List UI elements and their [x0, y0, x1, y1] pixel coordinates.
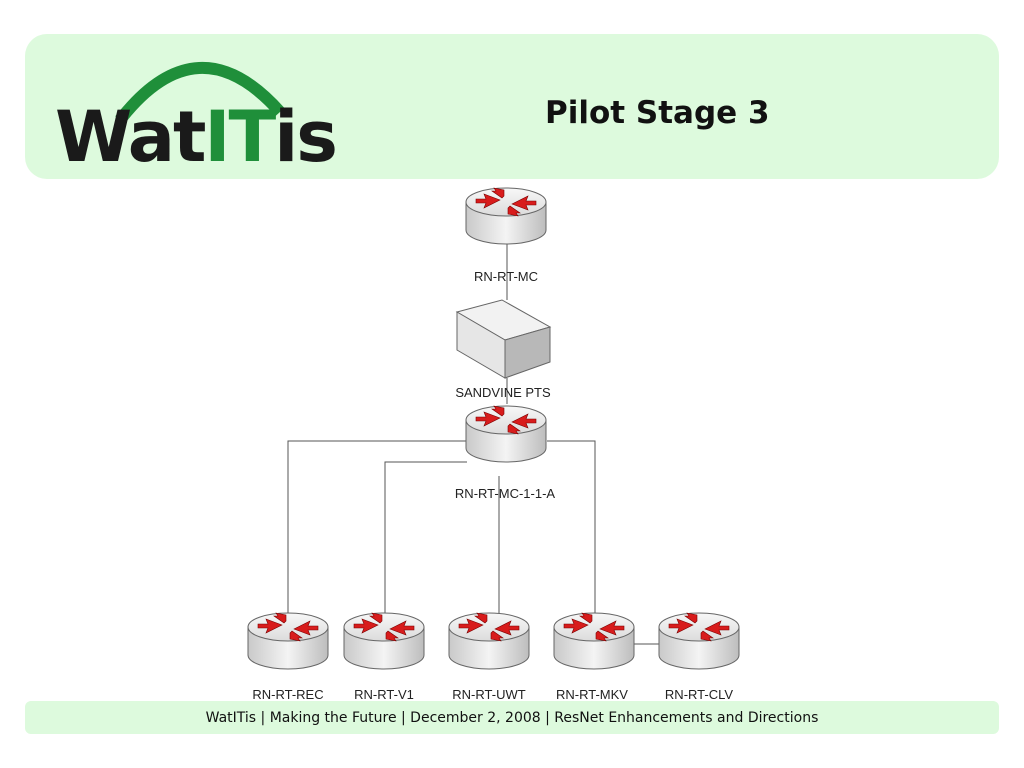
label-rn-rt-uwt: RN-RT-UWT	[452, 687, 525, 702]
footer-text: WatITis | Making the Future | December 2…	[205, 710, 819, 726]
router-rn-rt-mc-1-1-a	[465, 405, 547, 463]
label-rn-rt-mc-1-1-a: RN-RT-MC-1-1-A	[455, 486, 555, 501]
link-to-v1	[384, 461, 467, 618]
appliance-sandvine-pts	[455, 299, 552, 379]
label-rn-rt-rec: RN-RT-REC	[252, 687, 323, 702]
slide-title: Pilot Stage 3	[545, 95, 770, 131]
router-rn-rt-mc	[465, 187, 547, 245]
watitis-logo: WatITis	[50, 40, 340, 175]
link-to-rec	[287, 440, 467, 618]
logo-part-it: IT	[204, 96, 276, 178]
footer-bar: WatITis | Making the Future | December 2…	[25, 701, 999, 734]
router-rn-rt-uwt	[448, 612, 530, 670]
link-to-mkv	[547, 440, 596, 618]
logo-wordmark: WatITis	[55, 102, 338, 172]
label-rn-rt-mkv: RN-RT-MKV	[556, 687, 628, 702]
label-rn-rt-v1: RN-RT-V1	[354, 687, 414, 702]
label-sandvine-pts: SANDVINE PTS	[455, 385, 551, 400]
logo-part-wat: Wat	[55, 96, 206, 178]
label-rn-rt-mc: RN-RT-MC	[474, 269, 538, 284]
header-panel	[25, 34, 999, 179]
logo-arc	[115, 61, 285, 124]
diagram-links	[287, 244, 660, 645]
router-rn-rt-rec	[247, 612, 329, 670]
router-rn-rt-v1	[343, 612, 425, 670]
router-rn-rt-clv	[658, 612, 740, 670]
router-rn-rt-mkv	[553, 612, 635, 670]
label-rn-rt-clv: RN-RT-CLV	[665, 687, 733, 702]
logo-part-is: is	[274, 96, 338, 178]
